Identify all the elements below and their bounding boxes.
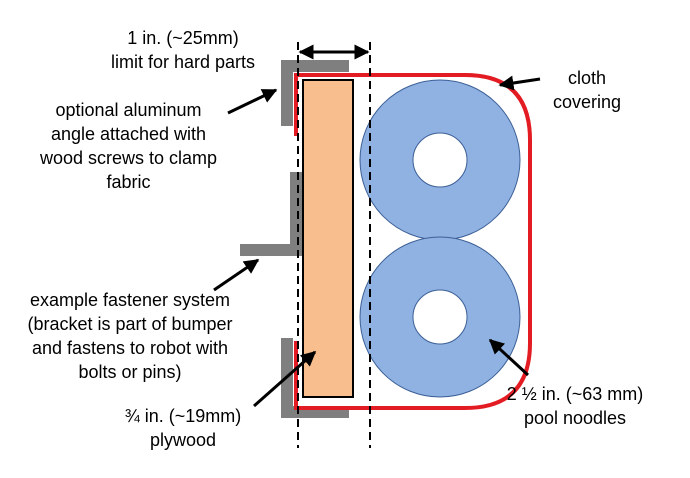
plywood-pointer-arrow bbox=[253, 350, 317, 408]
noodles-label-line: 2 ½ in. (~63 mm) bbox=[506, 384, 644, 404]
noodle-pointer-arrow bbox=[488, 338, 530, 377]
cloth-covering bbox=[294, 73, 532, 410]
angle-label-line: wood screws to clamp bbox=[39, 148, 218, 168]
angle-label: optional aluminum angle attached with wo… bbox=[26, 98, 231, 194]
fastener-pointer-arrow bbox=[213, 258, 260, 292]
limit-label-line: 1 in. (~25mm) bbox=[127, 28, 239, 48]
fastener-bracket bbox=[240, 172, 302, 256]
cloth-label-line: covering bbox=[552, 92, 622, 112]
noodles-label: 2 ½ in. (~63 mm) pool noodles bbox=[490, 382, 660, 430]
fastener-label: example fastener system (bracket is part… bbox=[15, 288, 245, 384]
fastener-label-line: (bracket is part of bumper bbox=[27, 314, 233, 334]
cloth-label-line: cloth bbox=[567, 68, 607, 88]
angle-label-line: angle attached with bbox=[50, 124, 207, 144]
cloth-label: cloth covering bbox=[542, 66, 632, 114]
angle-pointer-arrow bbox=[227, 88, 278, 115]
fastener-label-line: and fastens to robot with bbox=[31, 338, 229, 358]
angle-label-line: optional aluminum bbox=[55, 100, 202, 120]
fastener-label-line: example fastener system bbox=[29, 290, 231, 310]
cloth-pointer-arrow bbox=[498, 75, 541, 91]
fastener-label-line: bolts or pins) bbox=[78, 362, 182, 382]
angle-label-line: fabric bbox=[106, 172, 151, 192]
limit-label-line: limit for hard parts bbox=[110, 52, 256, 72]
noodles-label-line: pool noodles bbox=[523, 408, 627, 428]
pool-noodle-bottom bbox=[359, 236, 521, 398]
plywood-label-line: ¾ in. (~19mm) bbox=[124, 406, 242, 426]
pool-noodle-top bbox=[359, 79, 521, 241]
plywood-label: ¾ in. (~19mm) plywood bbox=[108, 404, 258, 452]
limit-label: 1 in. (~25mm) limit for hard parts bbox=[84, 26, 282, 74]
plywood-board bbox=[302, 79, 354, 398]
plywood-label-line: plywood bbox=[149, 430, 217, 450]
